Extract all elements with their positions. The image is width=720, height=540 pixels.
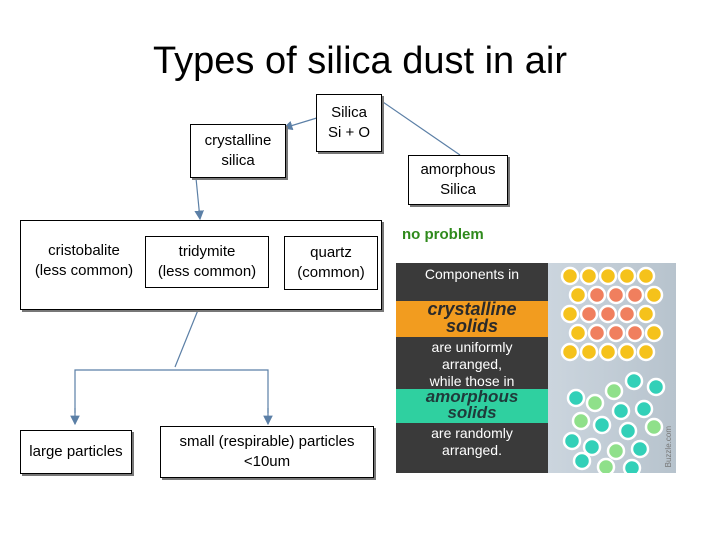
cristobalite-line1: cristobalite [48, 242, 120, 259]
amorphous-particle-dot [634, 399, 654, 419]
amorphous-particle-dot [618, 421, 638, 441]
tridymite-line2: (less common) [157, 263, 257, 280]
tridymite-line1: tridymite [178, 243, 236, 260]
info-credit: Buzzle.com [664, 425, 673, 467]
crystalline-particle-dot [560, 342, 580, 362]
crystalline-particle-dot [617, 304, 637, 324]
quartz-line2: (common) [297, 264, 365, 281]
amorphous-particle-dot [596, 457, 616, 473]
crystalline-particle-dot [636, 266, 656, 286]
amorphous-particle-dot [582, 437, 602, 457]
node-large-particles: large particles [20, 430, 132, 474]
amorphous-particle-dot [646, 377, 666, 397]
crystalline-particle-dot [579, 342, 599, 362]
crystalline-particle-dot [625, 323, 645, 343]
crystalline-particle-dot [579, 266, 599, 286]
amorphous-particle-dot [624, 371, 644, 391]
amorphous-line1: amorphous [420, 161, 496, 178]
no-problem-annotation: no problem [402, 226, 484, 243]
cristobalite-line2: (less common) [34, 262, 134, 279]
amorphous-particle-dot [562, 431, 582, 451]
crystalline-particle-dot [644, 323, 664, 343]
info-band-1: Components in [396, 263, 548, 303]
info-solids-word: solids [445, 316, 498, 336]
amorphous-particle-dot [571, 411, 591, 431]
info-solids-word-2: solids [447, 403, 497, 422]
line-branch [74, 369, 269, 413]
silica-line1: Silica [331, 104, 367, 121]
small-line2: <10um [243, 453, 291, 470]
crystalline-particle-dot [598, 304, 618, 324]
crystalline-particle-dot [617, 342, 637, 362]
node-small-particles: small (respirable) particles <10um [160, 426, 374, 478]
small-line1: small (respirable) particles [179, 433, 355, 450]
node-silica: Silica Si + O [316, 94, 382, 152]
line-silica-to-amorphous [379, 99, 461, 156]
crystalline-particle-dot [625, 285, 645, 305]
amorphous-particle-dot [572, 451, 592, 471]
particle-dots [560, 266, 666, 473]
page-title: Types of silica dust in air [153, 40, 567, 82]
info-line4: while those in [429, 373, 515, 389]
node-quartz: quartz (common) [284, 236, 378, 290]
amorphous-particle-dot [644, 417, 664, 437]
amorphous-particle-dot [606, 441, 626, 461]
crystalline-particle-dot [587, 323, 607, 343]
crystalline-particle-dot [598, 266, 618, 286]
info-band-crystalline: crystalline solids [396, 299, 548, 337]
crystalline-particle-dot [587, 285, 607, 305]
info-line1: Components in [424, 266, 520, 282]
arrow-crystalline-to-group [194, 177, 204, 221]
amorphous-particle-dot [611, 401, 631, 421]
quartz-line1: quartz [310, 244, 352, 261]
amorphous-particle-dot [622, 458, 642, 473]
amorphous-line2: Silica [440, 181, 476, 198]
info-line5: are randomly [431, 425, 513, 441]
info-line2: are uniformly [431, 339, 513, 355]
crystalline-particle-dot [568, 323, 588, 343]
crystalline-particle-dot [568, 285, 588, 305]
silica-line2: Si + O [327, 124, 371, 141]
large-line1: large particles [29, 443, 123, 460]
node-cristobalite: cristobalite (less common) [28, 236, 140, 286]
crystalline-vs-amorphous-infographic: Components in crystalline solids are uni… [396, 263, 676, 473]
crystalline-particle-dot [617, 266, 637, 286]
arrow-silica-to-crystalline [282, 116, 321, 131]
info-band-5: are randomly arranged. [396, 423, 548, 473]
info-line3: arranged, [442, 356, 502, 372]
crystalline-line1: crystalline [204, 132, 272, 149]
node-crystalline: crystalline silica [190, 124, 286, 178]
crystalline-particle-dot [560, 304, 580, 324]
info-amorphous-word: amorphous [425, 387, 519, 406]
info-band-3: are uniformly arranged, while those in [396, 337, 548, 391]
crystalline-particle-dot [636, 342, 656, 362]
amorphous-particle-dot [566, 388, 586, 408]
crystalline-particle-dot [560, 266, 580, 286]
amorphous-particle-dot [585, 393, 605, 413]
crystalline-particle-dot [644, 285, 664, 305]
amorphous-particle-dot [630, 439, 650, 459]
amorphous-particle-dot [592, 415, 612, 435]
crystalline-particle-dot [606, 323, 626, 343]
info-line6: arranged. [442, 442, 502, 458]
crystalline-particle-dot [579, 304, 599, 324]
crystalline-particle-dot [636, 304, 656, 324]
info-band-amorphous: amorphous solids [396, 387, 548, 423]
node-tridymite: tridymite (less common) [145, 236, 269, 288]
crystalline-particle-dot [598, 342, 618, 362]
crystalline-line2: silica [221, 152, 255, 169]
crystalline-particle-dot [606, 285, 626, 305]
node-amorphous: amorphous Silica [408, 155, 508, 205]
info-crystalline-word: crystalline [427, 299, 517, 319]
amorphous-particle-dot [604, 381, 624, 401]
line-group-down [174, 309, 199, 368]
